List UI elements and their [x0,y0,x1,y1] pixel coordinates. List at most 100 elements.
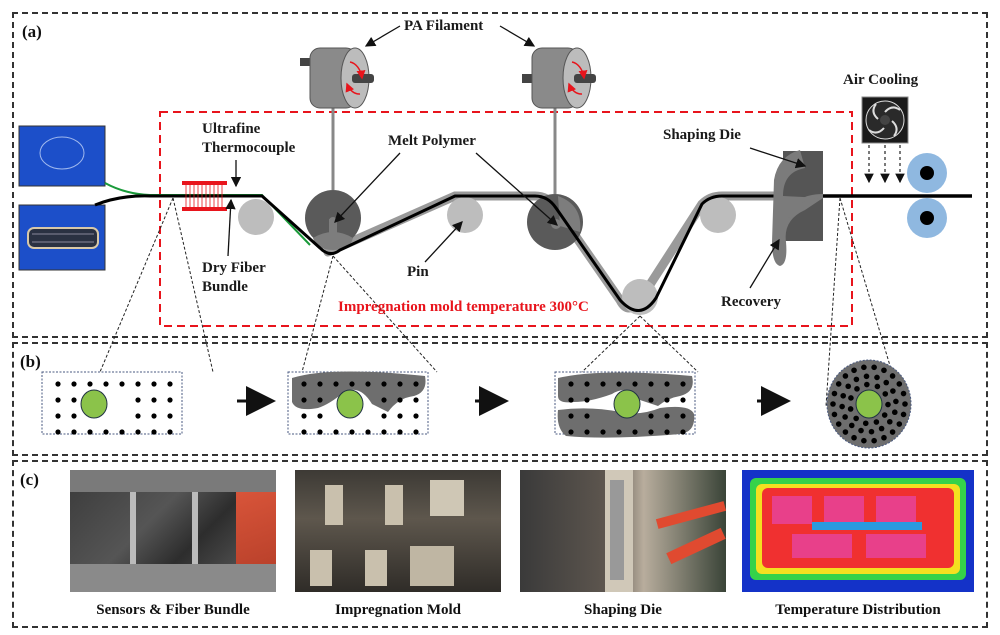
fiber-dot [381,397,387,403]
fiber-dot [889,373,896,379]
fiber-dot [632,381,638,387]
fiber-dot [891,409,898,416]
fiber-dot [413,381,419,387]
caption-sensors-fiber-bundle: Sensors & Fiber Bundle [96,602,250,618]
fiber-dot [854,386,860,392]
shaping-die [772,150,824,266]
fiber-dot [317,413,323,419]
fiber-dot [71,397,77,403]
thermocouple-cross-section [855,389,883,419]
photo-sensors-fiber-bundle [70,470,276,592]
fiber-dot [317,397,323,403]
photo-temperature-distribution [742,470,974,592]
fiber-dot [839,403,845,410]
fiber-dot [135,381,141,387]
photo-impregnation-mold [295,470,501,592]
thermocouple-cross-section [613,389,641,419]
fiber-dot [151,381,157,387]
label-dry-fiber-bundle-1: Dry Fiber [202,260,266,276]
fiber-dot [568,413,574,419]
fiber-dot [890,388,896,394]
fiber-dot [886,418,893,425]
label-shaping-die: Shaping Die [663,127,741,143]
fiber-dot [333,381,339,387]
fiber-dot [862,420,869,427]
fiber-dot [135,429,141,435]
fiber-dot [151,429,157,435]
fiber-dot [71,413,77,419]
fiber-dot [381,413,387,419]
fiber-dot [680,397,686,403]
fiber-dot [664,397,670,403]
polymer-melt [292,371,426,412]
fiber-dot [317,429,323,435]
fiber-dot [381,429,387,435]
fiber-dot [568,381,574,387]
fiber-dot [840,392,847,399]
fiber-dot [119,381,125,387]
fiber-dot [135,397,141,403]
fiber-dot [851,434,857,441]
fiber-dot [397,381,403,387]
fiber-dot [167,381,173,387]
fiber-dot [874,383,881,390]
fiber-dot [397,429,403,435]
fiber-dot [842,373,849,379]
zoom-frame [554,371,696,435]
panel-c-label: (c) [20,470,39,489]
fiber-dot [871,364,877,371]
cross-section-partial [287,371,429,435]
fiber-bundle-path [94,194,972,312]
label-ultrafine-thermocouple-2: Thermocouple [202,140,296,156]
thermocouple-photo [18,125,106,187]
fiber-dot [167,397,173,403]
fiber-dot [861,437,867,444]
fiber-dot [87,429,93,435]
fiber-dot [397,397,403,403]
fiber-dot [861,364,867,371]
fiber-dot [893,398,899,405]
label-pa-filament: PA Filament [404,18,484,34]
fiber-dot [883,379,890,386]
fiber-dot [868,428,875,435]
fiber-dot [881,367,887,374]
fiber-dot [889,429,896,435]
fiber-dot [871,437,877,444]
label-mold-temperature: Impregnation mold temperature 300°C [338,299,589,315]
fiber-dot [103,381,109,387]
label-dry-fiber-bundle-2: Bundle [202,279,248,295]
fiber-dot [664,429,670,435]
fiber-dot [881,412,888,418]
label-pin: Pin [407,264,429,280]
pulling-roller-icon [907,153,947,238]
fiber-dot [301,381,307,387]
fiber-dot [333,429,339,435]
panel-c [12,460,988,628]
fiber-dot [902,401,908,407]
fiber-spool-photo [18,204,106,271]
fiber-dot [863,373,870,380]
fiber-dot [842,414,848,420]
cross-section-dry [41,371,183,435]
fiber-dot [858,427,864,434]
fiber-dot [55,381,61,387]
fiber-dot [151,413,157,419]
fiber-dot [835,421,842,427]
fiber-dot [845,383,852,390]
photo-shaping-die [520,470,726,592]
fiber-dot [680,381,686,387]
fiber-dot [584,397,590,403]
zoom-frame [41,371,183,435]
fiber-dot [900,411,907,418]
fiber-dot [853,415,859,422]
fiber-dot [896,381,903,387]
fiber-dot [830,401,836,407]
fiber-dot [600,381,606,387]
label-recovery: Recovery [721,294,781,310]
fiber-dot [103,429,109,435]
fiber-dot [167,429,173,435]
fiber-dot [680,413,686,419]
fiber-dot [135,413,141,419]
panel-a-label: (a) [22,22,42,41]
fiber-dot [680,429,686,435]
